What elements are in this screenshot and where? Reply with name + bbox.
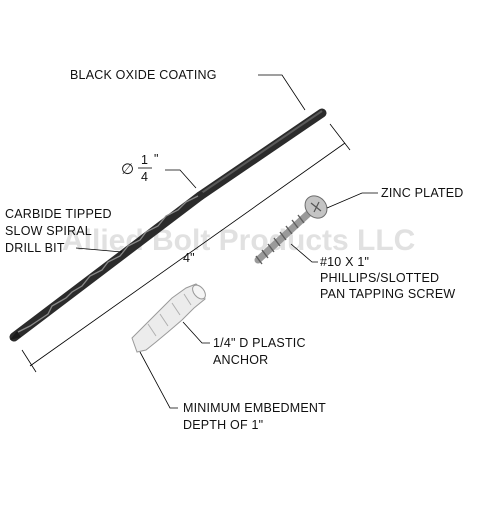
- anchor-ribs: [147, 293, 192, 337]
- drill-bit-shank-highlight: [199, 110, 323, 195]
- drill-bit-shank: [195, 108, 327, 201]
- screw-phillips-slot: [310, 201, 322, 213]
- screw-threads: [255, 214, 305, 265]
- drill-bit-label-line1: CARBIDE TIPPED: [5, 207, 112, 221]
- embedment-leader-line: [139, 351, 178, 409]
- anchor-leader-line: [182, 321, 210, 344]
- embedment-label-line2: DEPTH OF 1": [183, 418, 263, 432]
- drill-bit-flute-body: [9, 191, 205, 342]
- screw-leader-line: [290, 243, 318, 263]
- anchor-collar: [192, 284, 206, 300]
- diameter-denominator: 4: [141, 170, 148, 184]
- drill-bit-carbide-tip: [10, 331, 21, 340]
- zinc-leader-line: [326, 192, 378, 209]
- diameter-numerator: 1: [141, 153, 148, 167]
- plastic-anchor: [131, 283, 206, 353]
- anchor-label-line1: 1/4" D PLASTIC: [213, 336, 306, 350]
- length-extension-left: [21, 349, 37, 373]
- screw-label-line1: #10 X 1": [320, 255, 369, 269]
- diameter-leader-line: [165, 169, 197, 189]
- zinc-plated-label: ZINC PLATED: [381, 186, 464, 200]
- watermark-text: Allied Bolt Products LLC: [62, 224, 415, 257]
- drill-bit-leader-line: [75, 247, 123, 253]
- coating-leader-line: [258, 74, 306, 111]
- drill-bit-spiral-flute: [17, 195, 199, 333]
- diameter-symbol: ∅: [121, 161, 134, 178]
- drill-bit: [9, 108, 327, 342]
- diameter-inch-mark: ": [154, 152, 159, 166]
- length-dimension-line: [29, 142, 346, 367]
- coating-label: BLACK OXIDE COATING: [70, 68, 217, 82]
- screw-label-line2: PHILLIPS/SLOTTED: [320, 271, 439, 285]
- length-extension-right: [329, 123, 351, 151]
- embedment-label-line1: MINIMUM EMBEDMENT: [183, 401, 326, 415]
- length-dimension: [21, 123, 351, 373]
- tapping-screw: [254, 195, 328, 265]
- drill-bit-label-line2: SLOW SPIRAL: [5, 224, 92, 238]
- screw-label-line3: PAN TAPPING SCREW: [320, 287, 455, 301]
- anchor-label-line2: ANCHOR: [213, 353, 268, 367]
- drill-bit-label-line3: DRILL BIT: [5, 241, 65, 255]
- length-label: 4": [183, 251, 195, 265]
